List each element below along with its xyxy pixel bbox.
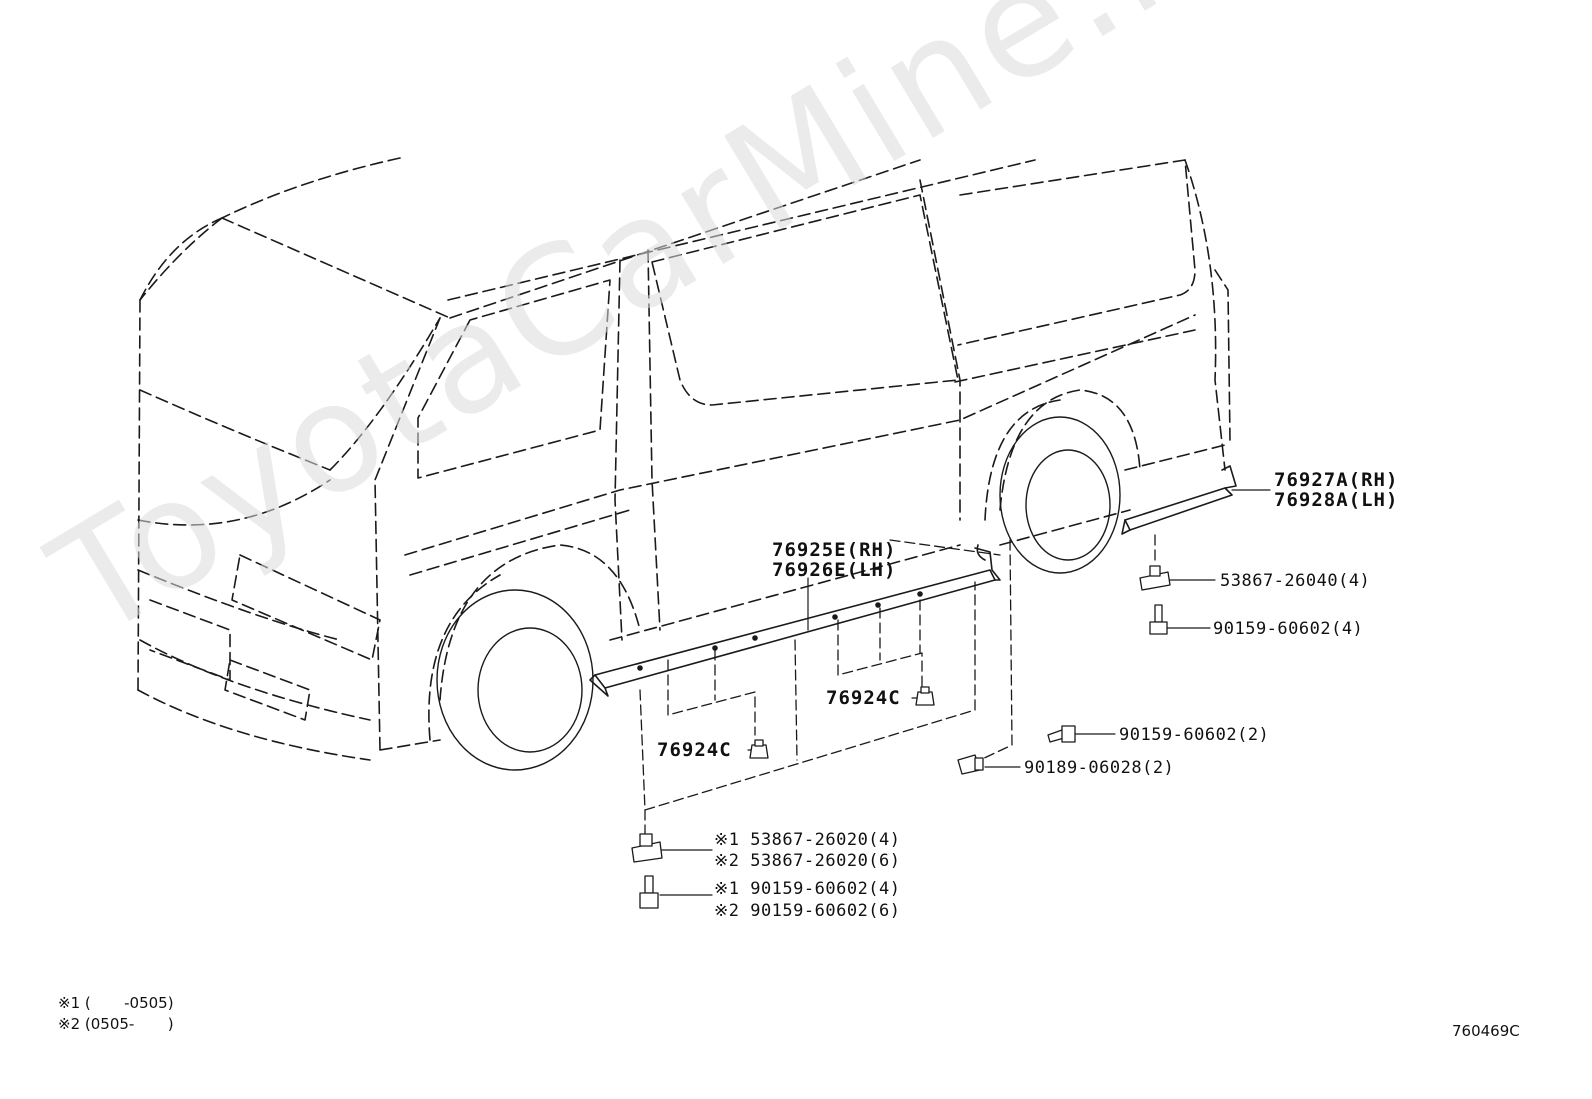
fastener-icons: [631, 565, 1171, 909]
label-90159-60602-rear: 90159-60602(4): [1213, 619, 1364, 639]
screw-icon-lower: [639, 875, 659, 909]
screw-icon-rear: [1149, 604, 1168, 635]
diagram-code: 760469C: [1452, 1022, 1520, 1040]
nut-icon-rear: [1139, 565, 1171, 591]
rear-wheel: [999, 416, 1121, 574]
label-53867-26020-v2: ※2 53867-26020(6): [714, 851, 901, 871]
label-90189-06028: 90189-06028(2): [1024, 758, 1175, 778]
clip-icon-mid: [915, 686, 935, 706]
label-76924c-mid: 76924C: [826, 687, 901, 709]
screw-icon-side: [1047, 725, 1076, 743]
label-76928a-lh: 76928A(LH): [1274, 489, 1399, 511]
rear-moulding: [1121, 465, 1237, 535]
footnote-1: ※1 ( -0505): [58, 994, 174, 1012]
clip-icon-side: [957, 754, 984, 775]
front-wheel: [436, 589, 594, 771]
nut-icon-lower: [631, 833, 663, 863]
label-76927a-rh: 76927A(RH): [1274, 469, 1399, 491]
clip-icon-front: [749, 739, 769, 759]
van-body-outline: [137, 157, 1231, 761]
label-53867-26020-v1: ※1 53867-26020(4): [714, 830, 901, 850]
label-76924c-front: 76924C: [657, 739, 732, 761]
label-76926e-lh: 76926E(LH): [772, 559, 897, 581]
label-53867-26040: 53867-26040(4): [1220, 571, 1371, 591]
assembly-lines: [639, 534, 1156, 836]
footnote-2: ※2 (0505- ): [58, 1015, 174, 1033]
label-90159-60602-v1: ※1 90159-60602(4): [714, 879, 901, 899]
label-90159-60602-v2: ※2 90159-60602(6): [714, 901, 901, 921]
label-90159-60602-side: 90159-60602(2): [1119, 725, 1270, 745]
label-76925e-rh: 76925E(RH): [772, 539, 897, 561]
rocker-moulding: [589, 544, 1001, 697]
